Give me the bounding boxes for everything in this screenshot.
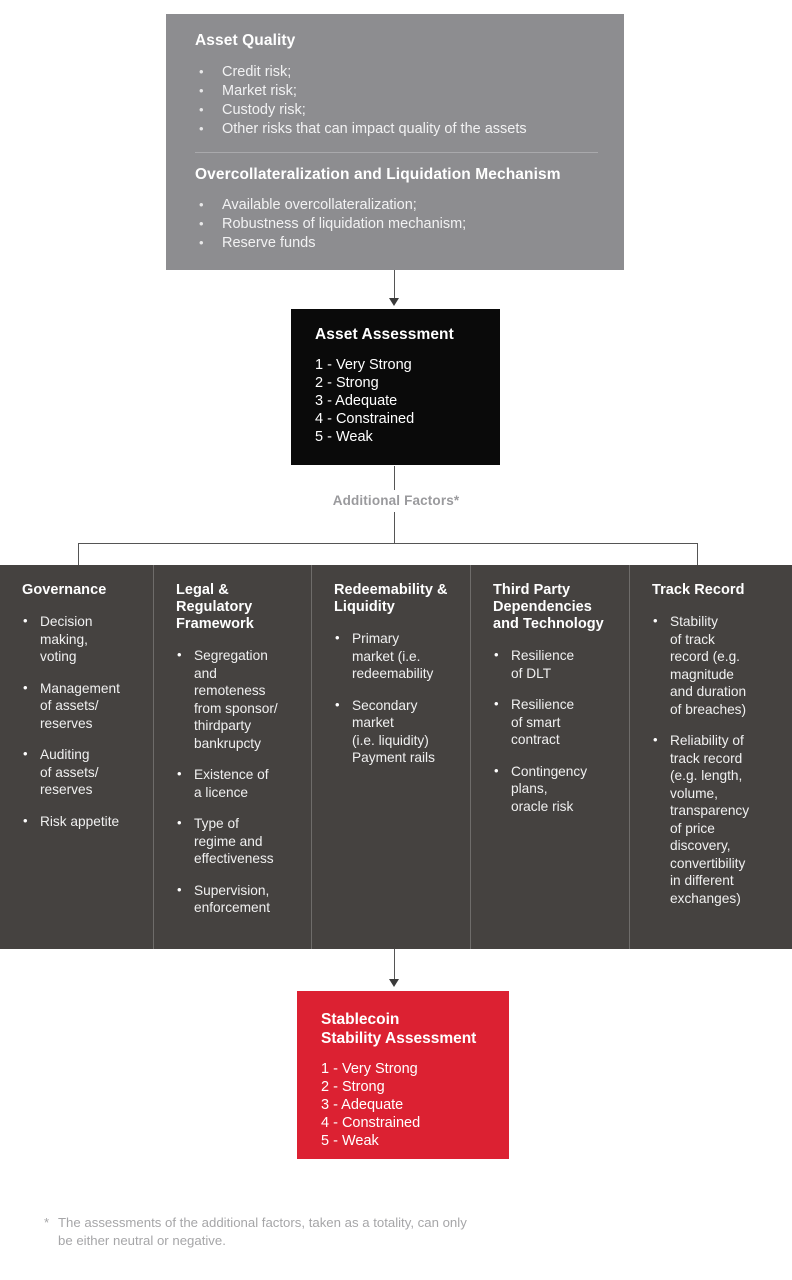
- list-item: Custody risk;: [195, 100, 598, 120]
- list-item: Existence of a licence: [176, 765, 299, 801]
- factor-column-track-record: Track Record Stability of track record (…: [630, 565, 792, 949]
- list-item: 3 - Adequate: [315, 392, 398, 409]
- list-item: Auditing of assets/ reserves: [22, 745, 141, 799]
- list-item: 5 - Weak: [321, 1133, 379, 1149]
- list-item: Market risk;: [195, 81, 598, 101]
- list-item: 1 - Very Strong: [315, 356, 412, 373]
- branch-drop-right: [697, 543, 698, 565]
- list-item: Reliability of track record (e.g. length…: [652, 731, 780, 907]
- asset-assessment-scale-list: 1 - Very Strong 2 - Strong 3 - Adequate …: [315, 356, 500, 446]
- list-item: Type of regime and effectiveness: [176, 814, 299, 868]
- list-item: Reserve funds: [195, 233, 598, 253]
- list-item: Stability of track record (e.g. magnitud…: [652, 612, 780, 718]
- column-bullet-list: Segregation and remoteness from sponsor/…: [176, 646, 299, 917]
- list-item: Secondary market (i.e. liquidity) Paymen…: [334, 696, 458, 767]
- list-item: 2 - Strong: [321, 1079, 385, 1095]
- list-item: 1 - Very Strong: [321, 1061, 418, 1077]
- stablecoin-stability-assessment-box: Stablecoin Stability Assessment 1 - Very…: [297, 991, 509, 1159]
- list-item: Resilience of DLT: [493, 646, 617, 682]
- list-item: Decision making, voting: [22, 612, 141, 666]
- connector-line-to-stablecoin: [394, 949, 395, 981]
- list-item: Other risks that can impact quality of t…: [195, 119, 598, 139]
- arrow-head-icon: [389, 298, 399, 306]
- list-item: 3 - Adequate: [321, 1097, 404, 1113]
- column-bullet-list: Stability of track record (e.g. magnitud…: [652, 612, 780, 907]
- list-item: Supervision, enforcement: [176, 881, 299, 917]
- column-bullet-list: Primary market (i.e. redeemability Secon…: [334, 629, 458, 767]
- list-item: Primary market (i.e. redeemability: [334, 629, 458, 683]
- asset-quality-bullet-list: Credit risk; Market risk; Custody risk; …: [195, 62, 598, 139]
- footnote-text: The assessments of the additional factor…: [58, 1215, 467, 1248]
- column-title: Third Party Dependencies and Technology: [493, 582, 604, 632]
- additional-factors-label: Additional Factors*: [332, 493, 460, 508]
- stablecoin-assessment-title: Stablecoin Stability Assessment: [321, 1011, 477, 1047]
- column-title: Legal & Regulatory Framework: [176, 582, 254, 632]
- list-item: Available overcollateralization;: [195, 195, 598, 215]
- branch-drop-left: [78, 543, 79, 565]
- list-item: Credit risk;: [195, 62, 598, 82]
- additional-factors-row: Governance Decision making, voting Manag…: [0, 565, 792, 949]
- list-item: 4 - Constrained: [315, 410, 415, 427]
- list-item: Management of assets/ reserves: [22, 679, 141, 733]
- section-divider: [195, 151, 598, 153]
- asset-quality-heading: Asset Quality: [195, 32, 296, 49]
- asset-assessment-box: Asset Assessment 1 - Very Strong 2 - Str…: [291, 309, 500, 465]
- list-item: 2 - Strong: [315, 374, 379, 391]
- asset-assessment-title: Asset Assessment: [315, 326, 454, 343]
- factor-column-governance: Governance Decision making, voting Manag…: [0, 565, 154, 949]
- list-item: Contingency plans, oracle risk: [493, 762, 617, 816]
- factor-column-redeemability-liquidity: Redeemability & Liquidity Primary market…: [312, 565, 471, 949]
- column-bullet-list: Resilience of DLT Resilience of smart co…: [493, 646, 617, 816]
- overcollateralization-bullet-list: Available overcollateralization; Robustn…: [195, 195, 598, 253]
- connector-line-below-label: [394, 512, 395, 543]
- list-item: Resilience of smart contract: [493, 695, 617, 749]
- branch-horizontal-line: [78, 543, 698, 544]
- column-title: Governance: [22, 582, 107, 598]
- footnote: * The assessments of the additional fact…: [44, 1214, 474, 1250]
- list-item: 5 - Weak: [315, 428, 373, 445]
- factor-column-legal-regulatory-framework: Legal & Regulatory Framework Segregation…: [154, 565, 312, 949]
- stablecoin-assessment-scale-list: 1 - Very Strong 2 - Strong 3 - Adequate …: [321, 1060, 509, 1150]
- column-title: Track Record: [652, 582, 745, 598]
- arrow-head-icon: [389, 979, 399, 987]
- factor-column-third-party-dependencies-and-technology: Third Party Dependencies and Technology …: [471, 565, 630, 949]
- asset-quality-box: Asset Quality Credit risk; Market risk; …: [166, 14, 624, 270]
- list-item: Robustness of liquidation mechanism;: [195, 214, 598, 234]
- connector-line-to-assessment: [394, 270, 395, 300]
- overcollateralization-heading: Overcollateralization and Liquidation Me…: [195, 165, 561, 183]
- column-bullet-list: Decision making, voting Management of as…: [22, 612, 141, 831]
- connector-line-above-label: [394, 466, 395, 490]
- column-title: Redeemability & Liquidity: [334, 582, 448, 615]
- footnote-marker: *: [44, 1215, 50, 1230]
- list-item: Risk appetite: [22, 812, 141, 831]
- list-item: Segregation and remoteness from sponsor/…: [176, 646, 299, 752]
- list-item: 4 - Constrained: [321, 1115, 421, 1131]
